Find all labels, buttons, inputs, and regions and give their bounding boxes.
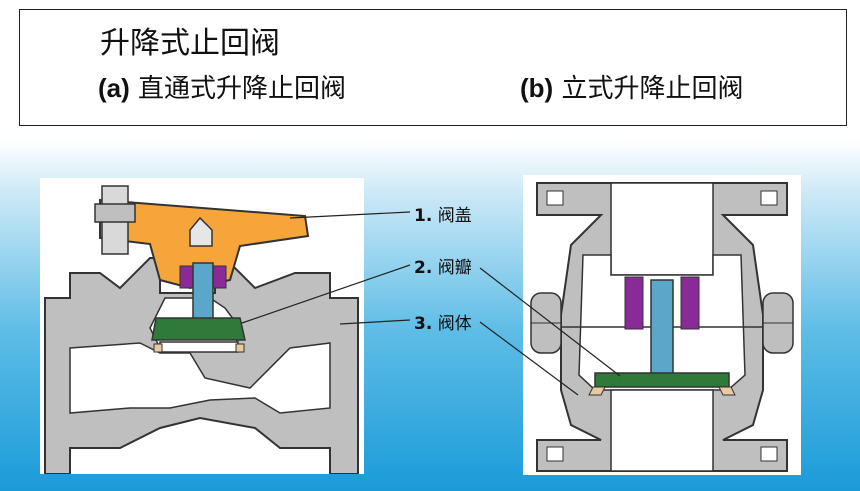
seat-ring-right-b <box>718 386 736 396</box>
label-disc: 2. 阀瓣 <box>414 253 472 278</box>
seat-ring-left-b <box>588 386 606 396</box>
label-bonnet: 1. 阀盖 <box>414 201 472 226</box>
flange-hole-bl-b <box>546 446 564 462</box>
label-disc-text: 阀瓣 <box>432 258 472 278</box>
diagram-a-illustration <box>44 185 359 474</box>
subtitle-b-text: 立式升降止回阀 <box>553 74 744 104</box>
subtitle-a: (a) 直通式升降止回阀 <box>98 68 346 105</box>
subtitle-a-text: 直通式升降止回阀 <box>129 74 347 104</box>
seat-ring-right-a <box>235 343 245 353</box>
label-body-text: 阀体 <box>432 314 472 334</box>
subtitle-b-tag: (b) <box>520 73 554 103</box>
seat-a <box>159 341 239 353</box>
label-bonnet-num: 1. <box>414 206 433 226</box>
subtitle-a-tag: (a) <box>98 73 130 103</box>
stem-b <box>650 279 674 381</box>
diagram-b-panel <box>523 175 801 475</box>
guide-right-b <box>680 276 700 330</box>
disc-a <box>151 317 246 341</box>
bottom-bore-b <box>610 389 714 472</box>
nut-a <box>94 203 136 223</box>
flange-hole-tr-b <box>760 190 778 206</box>
flange-hole-tl-b <box>546 190 564 206</box>
label-body-num: 3. <box>414 314 433 334</box>
label-body: 3. 阀体 <box>414 309 472 334</box>
diagram-a-panel <box>40 178 364 474</box>
guide-left-b <box>624 276 644 330</box>
diagram-b-illustration <box>530 182 794 472</box>
page-title: 升降式止回阀 <box>100 26 280 61</box>
flange-hole-br-b <box>760 446 778 462</box>
title-box: 升降式止回阀 (a) 直通式升降止回阀 (b) 立式升降止回阀 <box>19 9 847 126</box>
stem-a <box>192 262 214 322</box>
seat-ring-left-a <box>153 343 163 353</box>
label-disc-num: 2. <box>414 258 433 278</box>
disc-b <box>594 372 730 388</box>
subtitle-b: (b) 立式升降止回阀 <box>520 68 743 105</box>
top-bore-b <box>610 182 714 276</box>
flow-channel-a <box>69 342 331 414</box>
label-bonnet-text: 阀盖 <box>432 206 472 226</box>
stem-tip-a <box>189 216 213 247</box>
